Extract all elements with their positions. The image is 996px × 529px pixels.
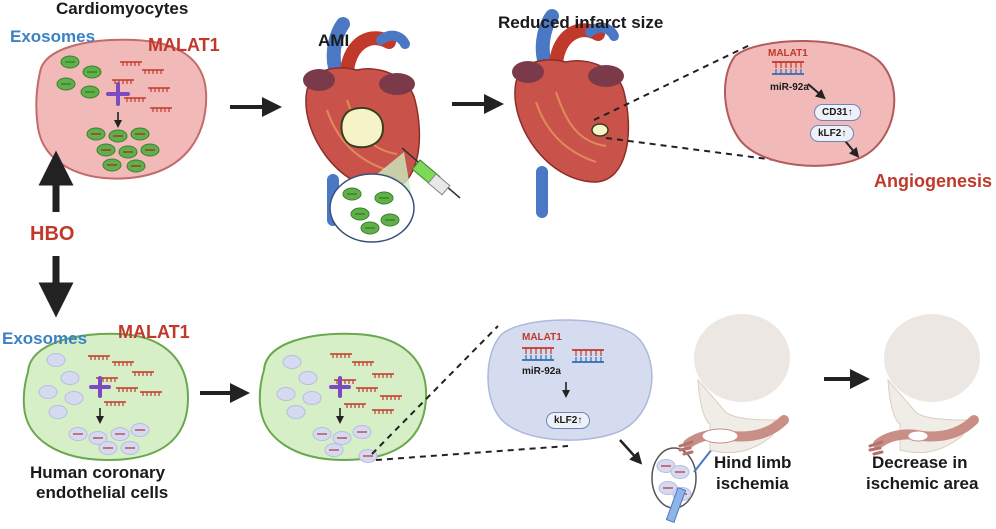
arrow-to-limb — [619, 439, 643, 465]
zoom-cell-top — [724, 39, 896, 167]
hind-limb-line1: Hind limb — [714, 453, 792, 472]
endothelial-cell-2 — [258, 332, 428, 464]
reduced-infarct-label: Reduced infarct size — [498, 13, 664, 32]
exosomes-label-bottom: Exosomes — [2, 329, 88, 348]
malat1-label-bottom: MALAT1 — [118, 322, 190, 342]
syringe-illustration — [401, 147, 461, 199]
cell-label-line1: Human coronary — [30, 463, 166, 482]
cardiomyocyte-cell — [35, 38, 208, 180]
zoom-bottom-malat1: MALAT1 — [522, 332, 562, 343]
zoom-line-bottom-lower — [375, 445, 569, 461]
decrease-line2: ischemic area — [866, 474, 979, 493]
zoom-top-malat1: MALAT1 — [768, 48, 808, 59]
injection-bubble-limb — [651, 443, 717, 523]
cd31-badge: CD31↑ — [814, 104, 861, 121]
decrease-line1: Decrease in — [872, 453, 968, 472]
ami-heart-illustration — [303, 24, 419, 220]
klf2-badge-top: kLF2↑ — [810, 125, 855, 142]
angiogenesis-label: Angiogenesis — [874, 171, 993, 191]
hind-limb-ischemia-illustration — [680, 314, 790, 454]
exosomes-label-top: Exosomes — [10, 27, 96, 46]
zoom-line-top-upper — [593, 43, 753, 121]
malat1-label-top: MALAT1 — [148, 35, 220, 55]
endothelial-cell — [22, 332, 190, 462]
zoom-line-bottom-upper — [371, 325, 499, 455]
hbo-label: HBO — [30, 223, 75, 245]
cardiomyocytes-title: Cardiomyocytes — [56, 0, 189, 18]
klf2-badge-bottom: kLF2↑ — [546, 412, 591, 429]
reduced-infarct-heart — [512, 16, 628, 212]
zoom-cell-bottom — [487, 319, 653, 441]
zoom-bottom-mir92a: miR-92a — [522, 366, 561, 377]
cell-label-line2: endothelial cells — [36, 483, 169, 502]
zoom-top-mir92a: miR-92a — [770, 82, 809, 93]
decreased-ischemia-illustration — [870, 314, 980, 454]
hind-limb-line2: ischemia — [716, 474, 789, 493]
injected-exosome-bubble — [329, 173, 415, 243]
ami-label: AMI — [318, 31, 350, 50]
